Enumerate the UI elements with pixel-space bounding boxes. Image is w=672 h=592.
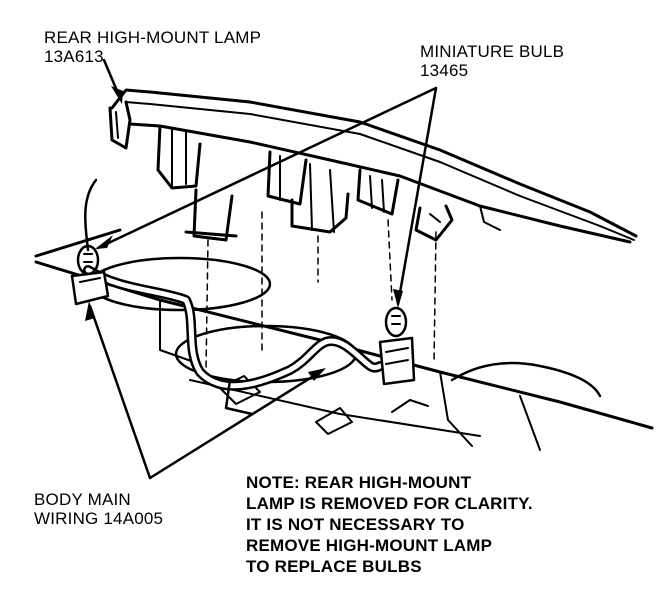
body-main-wiring-label: BODY MAIN WIRING 14A005 (34, 490, 163, 528)
note-line-4: REMOVE HIGH-MOUNT LAMP (246, 536, 493, 555)
wiring-part-number: WIRING 14A005 (34, 509, 164, 528)
alignment-lines (205, 211, 437, 371)
rear-lamp-name: REAR HIGH-MOUNT LAMP (44, 28, 262, 47)
arrowheads (85, 86, 403, 381)
note-line-1: NOTE: REAR HIGH-MOUNT (246, 473, 472, 492)
rear-high-mount-lamp-label: REAR HIGH-MOUNT LAMP 13A613 (44, 28, 261, 66)
right-bulb-socket (378, 306, 416, 386)
miniature-bulb-label: MINIATURE BULB 13465 (420, 42, 564, 80)
wiring-name: BODY MAIN (34, 490, 131, 509)
wiring-harness (83, 178, 385, 416)
note-line-5: TO REPLACE BULBS (246, 557, 422, 576)
bulb-part-number: 13465 (420, 61, 469, 80)
leader-lines (88, 58, 438, 480)
left-bulb-socket (70, 244, 110, 306)
rear-lamp-part-number: 13A613 (44, 47, 104, 66)
bulb-name: MINIATURE BULB (420, 42, 565, 61)
note-line-2: LAMP IS REMOVED FOR CLARITY. (246, 494, 533, 513)
note-line-3: IT IS NOT NECESSARY TO (246, 515, 465, 534)
high-mount-lamp-housing (108, 88, 638, 244)
service-note: NOTE: REAR HIGH-MOUNT LAMP IS REMOVED FO… (246, 472, 533, 577)
